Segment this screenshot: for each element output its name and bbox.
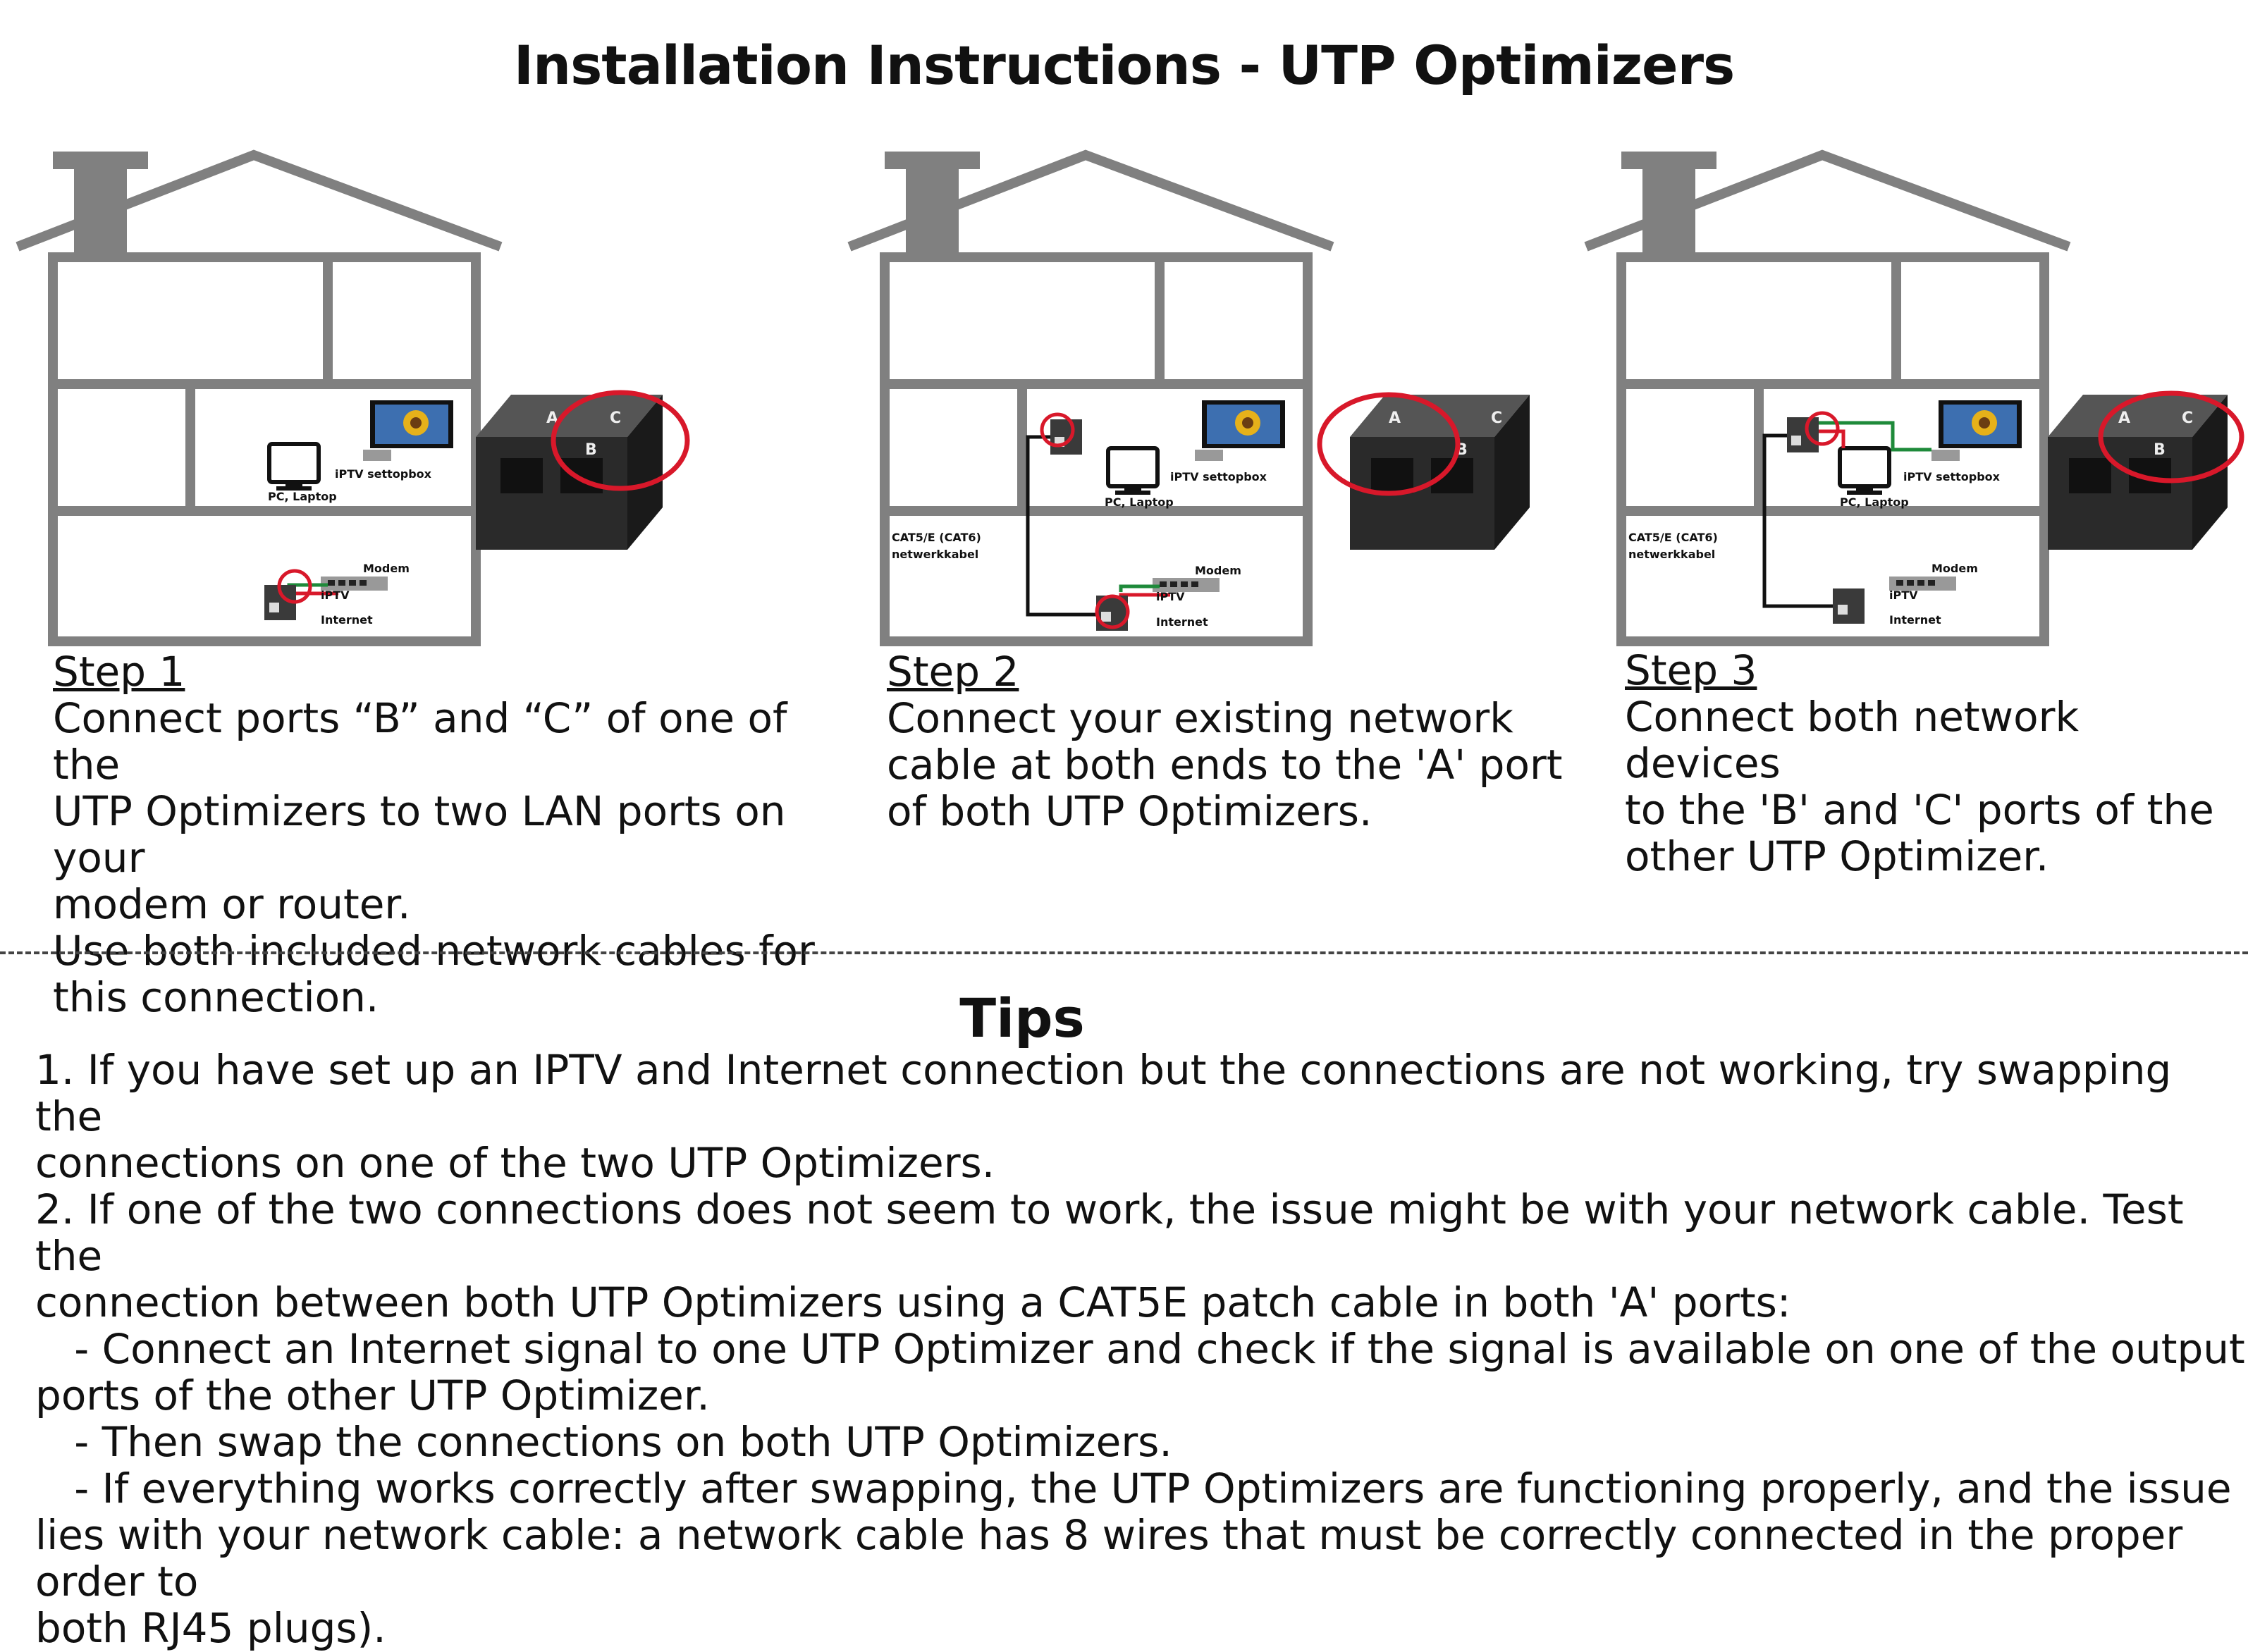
step-heading: Step 2 [887, 648, 1019, 696]
port-label: B [585, 441, 597, 459]
step-line: Use both included network cables for [53, 927, 815, 975]
modem-label: Modem [363, 562, 410, 575]
tip-line: both RJ45 plugs). [35, 1604, 386, 1652]
modem-icon [321, 577, 388, 591]
house-icon [1584, 149, 2071, 646]
port-label: A [2118, 409, 2130, 427]
pc-icon [1106, 446, 1160, 495]
large-optimizer-icon: A C B [1350, 395, 1530, 550]
tip-line: ports of the other UTP Optimizer. [35, 1371, 710, 1419]
modem-label: Modem [1931, 562, 1978, 575]
settopbox-label: iPTV settopbox [1170, 470, 1267, 483]
small-highlight-circle [1040, 412, 1075, 448]
port-label: C [610, 409, 621, 427]
tv-icon [1931, 400, 2022, 461]
modem-icon [1889, 577, 1956, 591]
pc-label: PC, Laptop [1840, 495, 1909, 509]
step-1-text: Step 1 Connect ports “B” and “C” of one … [53, 648, 842, 1021]
step-line: modem or router. [53, 880, 411, 928]
settopbox-label: iPTV settopbox [1903, 470, 2001, 483]
cable-label-line1: CAT5/E (CAT6) [892, 531, 981, 544]
step-line: this connection. [53, 973, 379, 1021]
step-2-text: Step 2 Connect your existing network cab… [887, 648, 1676, 834]
cable-green [1119, 584, 1160, 592]
small-highlight-circle [1805, 411, 1840, 446]
port-label: A [546, 409, 558, 427]
tv-icon [1195, 400, 1285, 461]
step-line: Connect ports “B” and “C” of one of the [53, 694, 787, 789]
small-highlight-circle [1095, 594, 1130, 629]
port-label: C [2182, 409, 2193, 427]
internet-label: Internet [321, 613, 373, 627]
iptv-label: iPTV [1156, 590, 1185, 603]
chimney-icon [53, 152, 148, 254]
tip-line: 2. If one of the two connections does no… [35, 1185, 2184, 1280]
tips-text: 1. If you have set up an IPTV and Intern… [35, 1046, 2248, 1652]
step-line: to the 'B' and 'C' ports of the [1625, 786, 2214, 834]
section-divider [0, 951, 2248, 954]
step-3-text: Step 3 Connect both network devices to t… [1625, 647, 2231, 880]
highlight-circle [1317, 392, 1461, 496]
pc-label: PC, Laptop [268, 490, 337, 503]
tip-line: connection between both UTP Optimizers u… [35, 1278, 1791, 1326]
cable-label-line2: netwerkkabel [892, 548, 978, 561]
large-optimizer-icon: A C B [476, 395, 663, 550]
chimney-icon [885, 152, 980, 254]
tip-line: - Connect an Internet signal to one UTP … [35, 1325, 2245, 1373]
step-heading: Step 3 [1625, 646, 1757, 694]
step-line: of both UTP Optimizers. [887, 787, 1372, 835]
iptv-label: iPTV [1889, 588, 1918, 602]
small-optimizer-icon [1787, 417, 1819, 452]
tip-line: connections on one of the two UTP Optimi… [35, 1139, 995, 1187]
chimney-icon [1621, 152, 1716, 254]
network-cable [1026, 435, 1100, 617]
tips-title: Tips [959, 987, 1085, 1049]
large-optimizer-icon: A C B [2048, 395, 2228, 550]
cable-label-line2: netwerkkabel [1628, 548, 1715, 561]
step-line: Connect both network devices [1625, 693, 2080, 787]
house-icon [16, 149, 503, 646]
cable-green [1815, 421, 1931, 452]
small-highlight-circle [277, 569, 312, 604]
network-cable [1762, 433, 1836, 608]
highlight-circle [551, 390, 690, 491]
tip-line: 1. If you have set up an IPTV and Intern… [35, 1046, 2172, 1140]
step-1-illustration: A C B iPTV settopbox PC, Laptop Modem iP… [14, 141, 719, 662]
step-line: Connect your existing network [887, 694, 1513, 742]
step-heading: Step 1 [53, 648, 185, 696]
small-optimizer-icon [1050, 419, 1082, 455]
pc-icon [267, 442, 321, 491]
port-label: C [1491, 409, 1502, 427]
cable-red [1815, 429, 1845, 448]
step-line: other UTP Optimizer. [1625, 832, 2049, 880]
step-3-illustration: A C B iPTV settopbox PC, Laptop CAT5/E (… [1583, 141, 2248, 662]
tip-line: - Then swap the connections on both UTP … [35, 1418, 1172, 1466]
step-line: cable at both ends to the 'A' port [887, 741, 1563, 789]
modem-label: Modem [1195, 564, 1241, 577]
step-line: UTP Optimizers to two LAN ports on your [53, 787, 786, 882]
port-label: A [1389, 409, 1401, 427]
pc-label: PC, Laptop [1105, 495, 1174, 509]
port-label: B [2154, 441, 2166, 459]
pc-icon [1838, 446, 1891, 495]
iptv-label: iPTV [321, 588, 350, 602]
tv-icon [363, 400, 453, 461]
step-2-illustration: A C B iPTV settopbox PC, Laptop CAT5/E (… [846, 141, 1551, 662]
internet-label: Internet [1156, 615, 1208, 629]
tip-line: - If everything works correctly after sw… [35, 1465, 2248, 1512]
settopbox-label: iPTV settopbox [335, 467, 432, 481]
page-title: Installation Instructions - UTP Optimize… [513, 34, 1736, 97]
cable-label-line1: CAT5/E (CAT6) [1628, 531, 1718, 544]
modem-icon [1153, 578, 1220, 592]
tip-line: lies with your network cable: a network … [35, 1511, 2183, 1605]
internet-label: Internet [1889, 613, 1941, 627]
highlight-circle [2098, 390, 2244, 483]
small-optimizer-icon [1833, 588, 1865, 624]
